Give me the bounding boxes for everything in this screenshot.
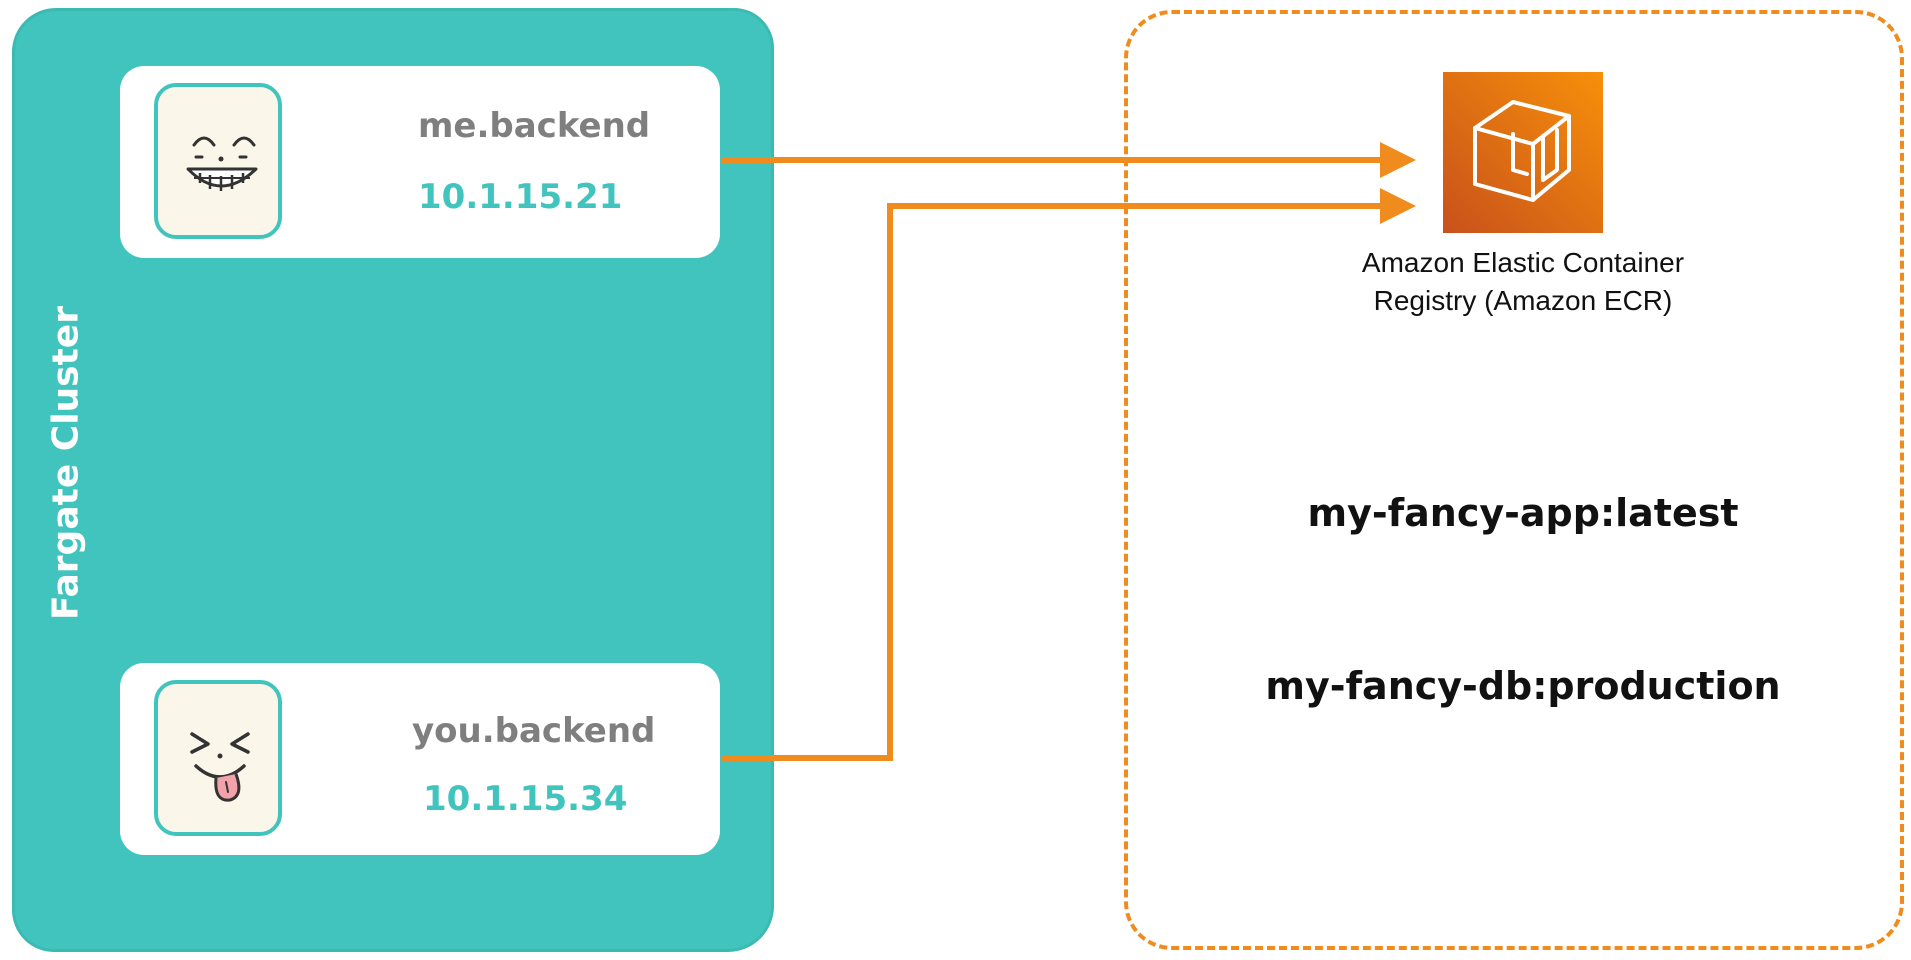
registry-box xyxy=(1124,10,1904,950)
service-ip: 10.1.15.21 xyxy=(418,177,623,217)
ecr-label-line1: Amazon Elastic Container xyxy=(1361,247,1685,278)
service-card-you-backend[interactable]: you.backend 10.1.15.34 xyxy=(120,663,720,855)
ecr-icon xyxy=(1443,72,1603,233)
grinning-face-icon xyxy=(154,83,282,239)
image-tag[interactable]: my-fancy-app:latest xyxy=(1307,491,1739,535)
service-card-me-backend[interactable]: me.backend 10.1.15.21 xyxy=(120,66,720,258)
cluster-label: Fargate Cluster xyxy=(45,306,87,620)
ecr-label: Amazon Elastic Container Registry (Amazo… xyxy=(1362,244,1684,320)
service-ip: 10.1.15.34 xyxy=(423,779,628,819)
service-name: you.backend xyxy=(412,711,656,751)
service-name: me.backend xyxy=(418,106,651,146)
ecr-label-line2: Registry (Amazon ECR) xyxy=(1373,285,1673,316)
image-tag[interactable]: my-fancy-db:production xyxy=(1265,664,1781,708)
tongue-out-face-icon xyxy=(154,680,282,836)
